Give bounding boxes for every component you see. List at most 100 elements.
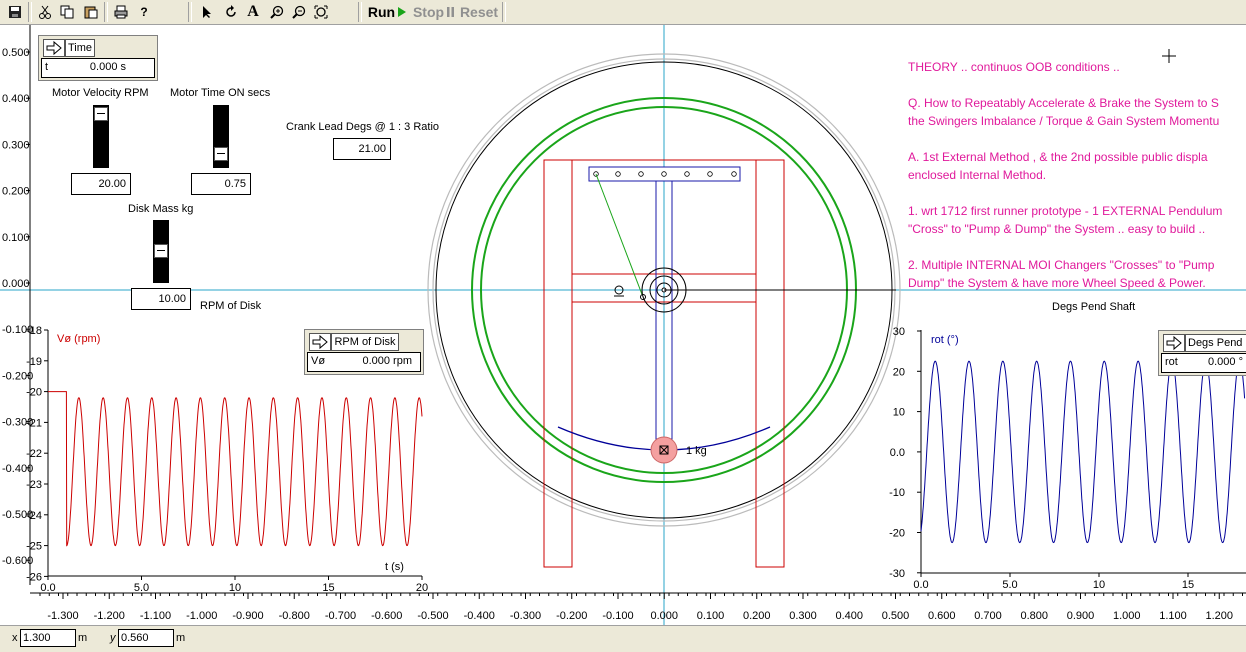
motor-velocity-input[interactable]: 20.00 xyxy=(71,173,131,195)
zoom-out-icon[interactable] xyxy=(290,3,308,21)
copy-icon[interactable] xyxy=(58,3,76,21)
toolbar-separator xyxy=(104,2,108,22)
rot-x-tick-label: 15 xyxy=(1182,579,1194,591)
x-ruler-label: -0.500 xyxy=(417,610,448,622)
text-icon[interactable]: A xyxy=(247,3,259,20)
arrow-icon[interactable] xyxy=(43,39,65,57)
toolbar-separator xyxy=(358,2,362,22)
zoom-in-icon[interactable] xyxy=(268,3,286,21)
y-ruler-label: 0.400 xyxy=(2,93,30,105)
slider-thumb[interactable] xyxy=(154,244,168,258)
rot-graph-title: Degs Pend Shaft xyxy=(1052,301,1136,313)
status-bar: x 1.300 m y 0.560 m xyxy=(0,625,1246,652)
rot-y-tick-label: -30 xyxy=(889,568,905,580)
arrow-icon[interactable] xyxy=(1163,334,1185,352)
x-ruler-label: 0.300 xyxy=(789,610,817,622)
x-ruler-label: 0.600 xyxy=(928,610,956,622)
rpm-graph-title: RPM of Disk xyxy=(200,300,262,312)
x-ruler-label: -1.300 xyxy=(47,610,78,622)
rpm-y-tick-label: -25 xyxy=(26,541,42,553)
theory-line: A. 1st External Method , & the 2nd possi… xyxy=(908,150,1208,164)
rot-graph-ylabel: rot (°) xyxy=(931,334,959,346)
x-ruler-label: 0.700 xyxy=(974,610,1002,622)
toolbar-separator xyxy=(502,2,506,22)
rpm-y-tick-label: -24 xyxy=(26,510,42,522)
y-ruler-label: -0.500 xyxy=(2,509,33,521)
run-button[interactable]: Run xyxy=(366,3,408,21)
rpm-y-tick-label: -21 xyxy=(26,417,42,429)
rpm-meter-panel[interactable]: RPM of Disk Vø 0.000 rpm xyxy=(304,329,424,375)
arrow-icon[interactable] xyxy=(309,333,331,351)
theory-line: THEORY .. continuos OOB conditions .. xyxy=(908,60,1120,74)
theory-line: "Cross" to "Pump & Dump" the System .. e… xyxy=(908,222,1206,236)
time-panel[interactable]: Time t 0.000 s xyxy=(38,35,158,81)
y-coord-value[interactable]: 0.560 xyxy=(118,629,174,647)
motor-time-input[interactable]: 0.75 xyxy=(191,173,251,195)
theory-line: Dump" the System & have more Wheel Speed… xyxy=(908,276,1206,290)
paste-icon[interactable] xyxy=(82,3,100,21)
disk-mass-slider[interactable] xyxy=(153,220,169,283)
y-ruler-label: 0.300 xyxy=(2,139,30,151)
crank-lead-input[interactable]: 21.00 xyxy=(333,138,391,160)
rot-var-label: rot xyxy=(1165,356,1178,368)
y-coord-label: y xyxy=(110,632,116,644)
rpm-meter-display: Vø 0.000 rpm xyxy=(307,352,421,372)
x-ruler-label: -1.000 xyxy=(186,610,217,622)
toolbar-separator xyxy=(188,2,192,22)
mass-marker xyxy=(659,445,669,455)
rotate-icon[interactable] xyxy=(222,3,240,21)
x-ruler-label: 0.000 xyxy=(650,610,678,622)
rot-value: 0.000 ° xyxy=(1208,356,1243,368)
outer-rim-gray xyxy=(427,53,901,527)
help-icon[interactable]: ? xyxy=(140,5,148,19)
stop-button[interactable]: Stop xyxy=(412,3,456,21)
rot-x-tick-label: 0.0 xyxy=(913,579,928,591)
x-ruler-label: -0.900 xyxy=(232,610,263,622)
rpm-y-tick-label: -26 xyxy=(26,571,42,583)
motor-time-label: Motor Time ON secs xyxy=(170,87,271,99)
rot-y-tick-label: 30 xyxy=(893,326,905,338)
reset-button[interactable]: Reset xyxy=(460,3,498,21)
y-coord-unit: m xyxy=(176,632,186,644)
print-icon[interactable] xyxy=(112,3,130,21)
y-ruler-ticks: 0.5000.4000.3000.2000.1000.000-0.100-0.2… xyxy=(2,47,33,567)
rot-meter-title: Degs Pend S xyxy=(1185,334,1246,352)
simulation-drawing: 0.5000.4000.3000.2000.1000.000-0.100-0.2… xyxy=(0,25,1246,625)
cut-icon[interactable] xyxy=(36,3,54,21)
rpm-y-tick-label: -19 xyxy=(26,356,42,368)
slider-thumb[interactable] xyxy=(214,147,228,161)
rpm-x-tick-label: 0.0 xyxy=(40,582,55,594)
y-ruler-label: -0.300 xyxy=(2,417,33,429)
y-ruler-label: -0.600 xyxy=(2,555,33,567)
disk-mass-label: Disk Mass kg xyxy=(128,203,194,215)
x-coord-value[interactable]: 1.300 xyxy=(20,629,76,647)
zoom-fit-icon[interactable] xyxy=(312,3,330,21)
x-ruler-label: 0.800 xyxy=(1020,610,1048,622)
pivot-marker xyxy=(614,285,624,295)
pointer-icon[interactable] xyxy=(198,3,216,21)
theory-line: Q. How to Repeatably Accelerate & Brake … xyxy=(908,96,1219,110)
slider-thumb[interactable] xyxy=(94,107,108,121)
x-ruler-label: -1.200 xyxy=(94,610,125,622)
rpm-y-tick-label: -18 xyxy=(26,325,42,337)
disk-mass-input[interactable]: 10.00 xyxy=(131,288,191,310)
rpm-y-tick-label: -22 xyxy=(26,448,42,460)
rot-meter-panel[interactable]: Degs Pend S rot 0.000 ° xyxy=(1158,330,1246,376)
save-icon[interactable] xyxy=(6,3,24,21)
rpm-graph-ylabel: Vø (rpm) xyxy=(57,333,101,345)
time-var-label: t xyxy=(45,61,49,73)
rpm-var-label: Vø xyxy=(311,355,326,367)
rpm-meter-title: RPM of Disk xyxy=(331,333,399,351)
time-display: t 0.000 s xyxy=(41,58,155,78)
rpm-x-tick-label: 15 xyxy=(322,582,334,594)
x-ruler-label: 1.200 xyxy=(1205,610,1233,622)
rot-x-tick-label: 10 xyxy=(1093,579,1105,591)
x-ruler-label: 0.100 xyxy=(697,610,725,622)
motor-velocity-slider[interactable] xyxy=(93,105,109,168)
motor-time-slider[interactable] xyxy=(213,105,229,168)
motor-velocity-label: Motor Velocity RPM xyxy=(52,87,149,99)
x-coord-unit: m xyxy=(78,632,88,644)
theory-line: the Swingers Imbalance / Torque & Gain S… xyxy=(908,114,1220,128)
